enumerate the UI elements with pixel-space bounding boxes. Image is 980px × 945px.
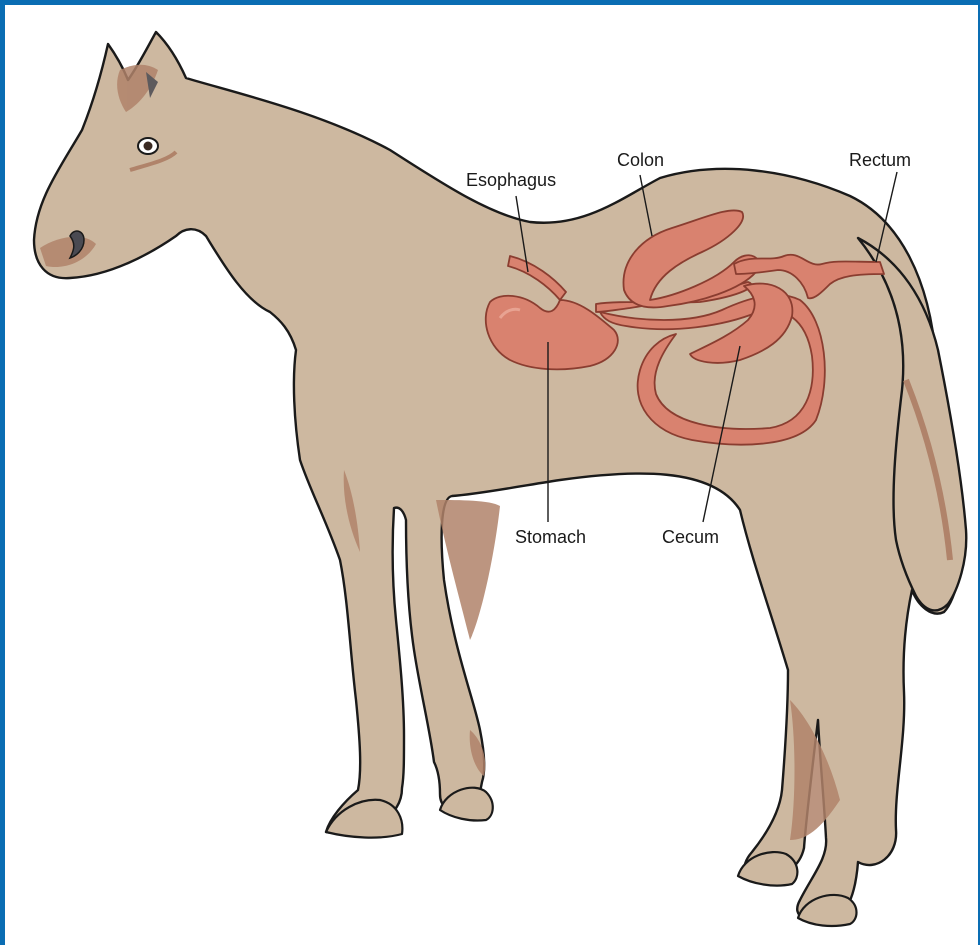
label-rectum: Rectum [849, 150, 911, 170]
label-esophagus: Esophagus [466, 170, 556, 190]
label-colon: Colon [617, 150, 664, 170]
label-cecum: Cecum [662, 527, 719, 547]
label-stomach: Stomach [515, 527, 586, 547]
pupil [144, 142, 153, 151]
